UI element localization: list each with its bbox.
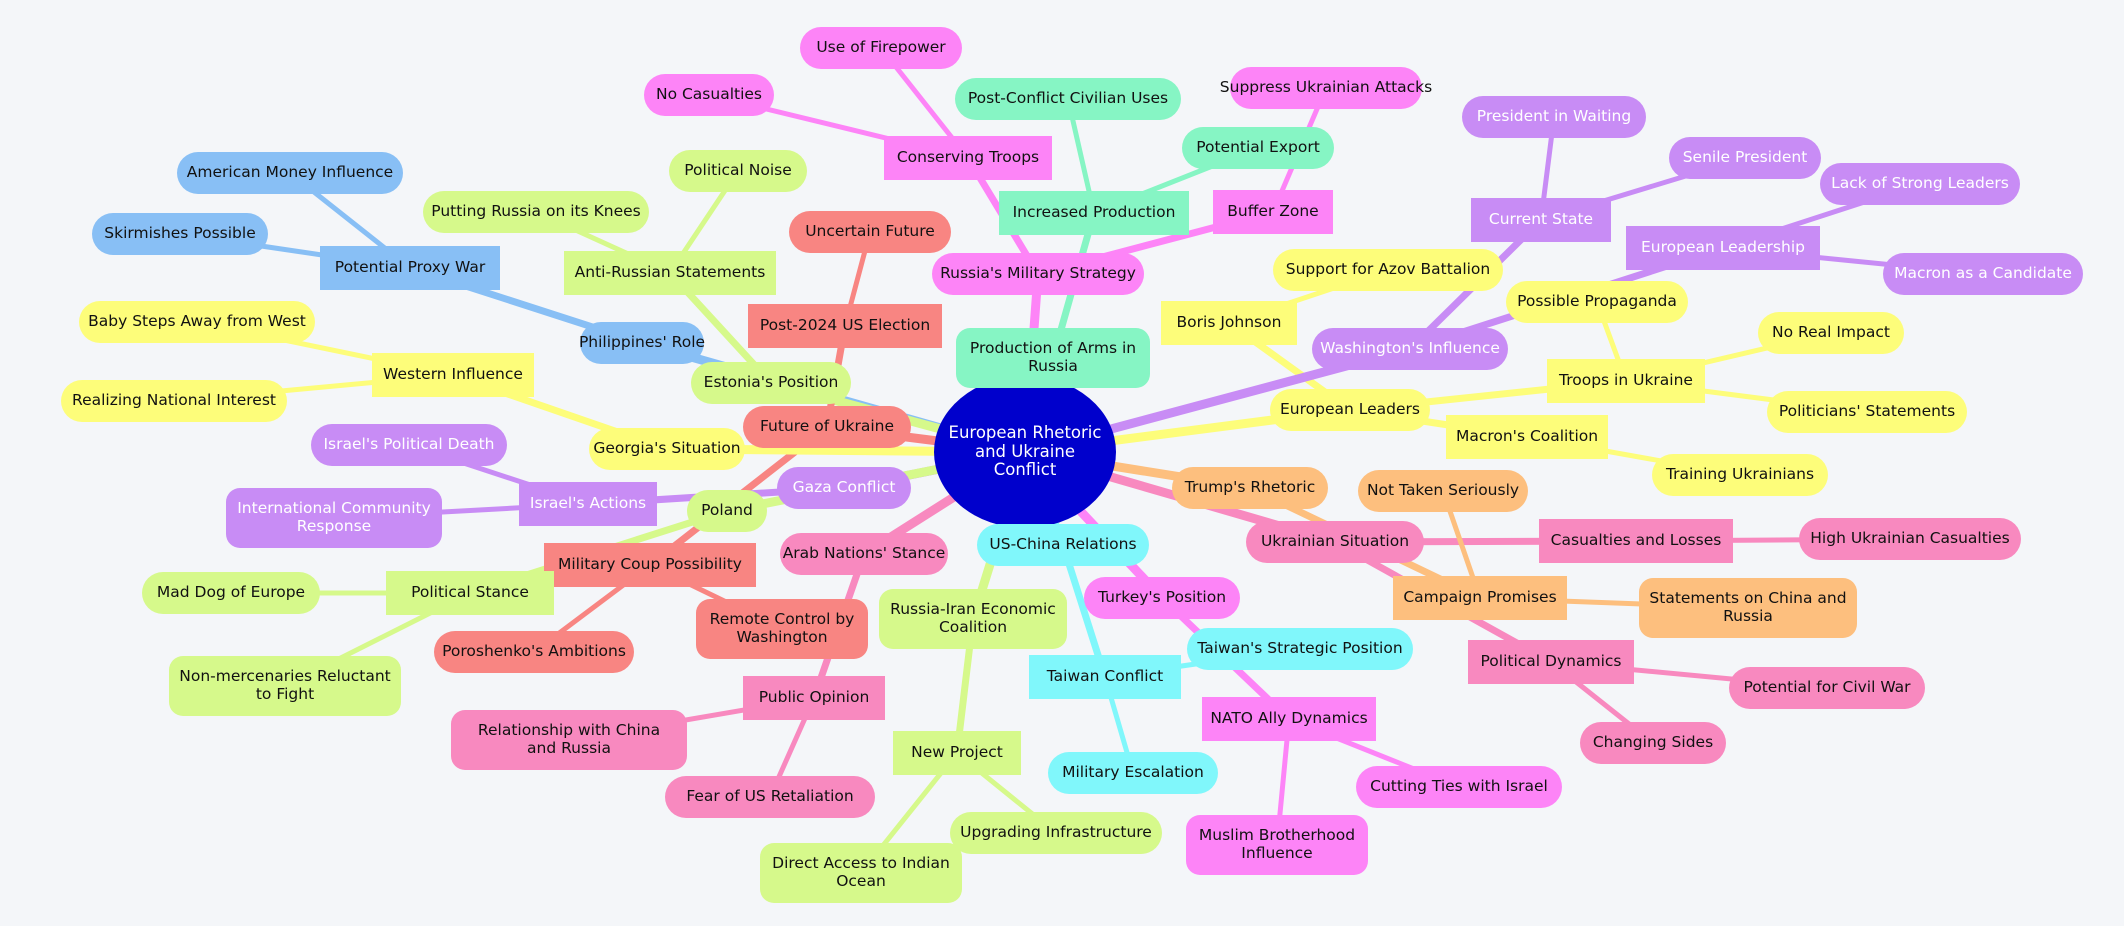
- topic-node-public-opinion: Public Opinion: [743, 676, 885, 720]
- topic-node-potential-export: Potential Export: [1182, 127, 1334, 169]
- topic-node-no-casualties: No Casualties: [644, 74, 774, 116]
- topic-node-russia-s-military-strategy: Russia's Military Strategy: [932, 253, 1144, 295]
- topic-node-military-coup-possibility: Military Coup Possibility: [544, 543, 756, 587]
- topic-node-poland: Poland: [687, 490, 767, 532]
- topic-node-taiwan-s-strategic-position: Taiwan's Strategic Position: [1187, 628, 1413, 670]
- topic-node-macron-s-coalition: Macron's Coalition: [1446, 415, 1608, 459]
- topic-node-american-money-influence: American Money Influence: [177, 152, 403, 194]
- topic-node-relationship-with-china-and-russia: Relationship with China and Russia: [451, 710, 687, 770]
- topic-node-skirmishes-possible: Skirmishes Possible: [92, 213, 268, 255]
- topic-node-fear-of-us-retaliation: Fear of US Retaliation: [665, 776, 875, 818]
- topic-node-macron-as-a-candidate: Macron as a Candidate: [1883, 253, 2083, 295]
- topic-node-post-2024-us-election: Post-2024 US Election: [748, 304, 942, 348]
- topic-node-cutting-ties-with-israel: Cutting Ties with Israel: [1356, 766, 1562, 808]
- topic-node-arab-nations-stance: Arab Nations' Stance: [780, 533, 948, 575]
- topic-node-political-dynamics: Political Dynamics: [1468, 640, 1634, 684]
- topic-node-statements-on-china-and-russia: Statements on China and Russia: [1639, 578, 1857, 638]
- topic-node-estonia-s-position: Estonia's Position: [691, 362, 851, 404]
- topic-node-buffer-zone: Buffer Zone: [1213, 190, 1333, 234]
- topic-node-use-of-firepower: Use of Firepower: [800, 27, 962, 69]
- topic-node-israel-s-actions: Israel's Actions: [519, 482, 657, 526]
- topic-node-muslim-brotherhood-influence: Muslim Brotherhood Influence: [1186, 815, 1368, 875]
- topic-node-us-china-relations: US-China Relations: [977, 524, 1149, 566]
- central-topic-european-rhetoric-and-ukraine-conflict: European Rhetoric and Ukraine Conflict: [934, 376, 1116, 528]
- topic-node-current-state: Current State: [1471, 198, 1611, 242]
- topic-node-casualties-and-losses: Casualties and Losses: [1539, 519, 1733, 563]
- topic-node-western-influence: Western Influence: [372, 353, 534, 397]
- topic-node-suppress-ukrainian-attacks: Suppress Ukrainian Attacks: [1220, 67, 1432, 109]
- topic-node-conserving-troops: Conserving Troops: [884, 136, 1052, 180]
- topic-node-lack-of-strong-leaders: Lack of Strong Leaders: [1820, 163, 2020, 205]
- topic-node-new-project: New Project: [893, 731, 1021, 775]
- topic-node-political-noise: Political Noise: [669, 150, 807, 192]
- topic-node-upgrading-infrastructure: Upgrading Infrastructure: [950, 812, 1162, 854]
- topic-node-turkey-s-position: Turkey's Position: [1084, 577, 1240, 619]
- topic-node-remote-control-by-washington: Remote Control by Washington: [696, 599, 868, 659]
- topic-node-troops-in-ukraine: Troops in Ukraine: [1547, 359, 1705, 403]
- topic-node-taiwan-conflict: Taiwan Conflict: [1029, 655, 1181, 699]
- topic-node-georgia-s-situation: Georgia's Situation: [589, 428, 745, 470]
- topic-node-mad-dog-of-europe: Mad Dog of Europe: [142, 572, 320, 614]
- topic-node-realizing-national-interest: Realizing National Interest: [61, 380, 287, 422]
- topic-node-campaign-promises: Campaign Promises: [1393, 576, 1567, 620]
- topic-node-training-ukrainians: Training Ukrainians: [1652, 454, 1828, 496]
- topic-node-high-ukrainian-casualties: High Ukrainian Casualties: [1799, 518, 2021, 560]
- topic-node-washington-s-influence: Washington's Influence: [1312, 328, 1508, 370]
- topic-node-anti-russian-statements: Anti-Russian Statements: [564, 251, 776, 295]
- topic-node-philippines-role: Philippines' Role: [579, 322, 705, 364]
- topic-node-ukrainian-situation: Ukrainian Situation: [1246, 521, 1424, 563]
- topic-node-senile-president: Senile President: [1669, 137, 1821, 179]
- topic-node-international-community-response: International Community Response: [226, 488, 442, 548]
- topic-node-production-of-arms-in-russia: Production of Arms in Russia: [956, 328, 1150, 388]
- topic-node-potential-for-civil-war: Potential for Civil War: [1729, 667, 1925, 709]
- topic-node-no-real-impact: No Real Impact: [1758, 312, 1904, 354]
- topic-node-politicians-statements: Politicians' Statements: [1767, 391, 1967, 433]
- topic-node-baby-steps-away-from-west: Baby Steps Away from West: [79, 301, 315, 343]
- topic-node-post-conflict-civilian-uses: Post-Conflict Civilian Uses: [955, 78, 1181, 120]
- topic-node-gaza-conflict: Gaza Conflict: [777, 467, 911, 509]
- topic-node-potential-proxy-war: Potential Proxy War: [320, 246, 500, 290]
- topic-node-changing-sides: Changing Sides: [1580, 722, 1726, 764]
- topic-node-russia-iran-economic-coalition: Russia-Iran Economic Coalition: [879, 589, 1067, 649]
- topic-node-possible-propaganda: Possible Propaganda: [1506, 281, 1688, 323]
- topic-node-putting-russia-on-its-knees: Putting Russia on its Knees: [423, 191, 649, 233]
- topic-node-president-in-waiting: President in Waiting: [1462, 96, 1646, 138]
- topic-node-military-escalation: Military Escalation: [1048, 752, 1218, 794]
- topic-node-increased-production: Increased Production: [999, 191, 1189, 235]
- topic-node-uncertain-future: Uncertain Future: [789, 211, 951, 253]
- topic-node-boris-johnson: Boris Johnson: [1161, 301, 1297, 345]
- topic-node-future-of-ukraine: Future of Ukraine: [743, 406, 911, 448]
- topic-node-direct-access-to-indian-ocean: Direct Access to Indian Ocean: [760, 843, 962, 903]
- topic-node-non-mercenaries-reluctant-to-fight: Non-mercenaries Reluctant to Fight: [169, 656, 401, 716]
- topic-node-israel-s-political-death: Israel's Political Death: [311, 424, 507, 466]
- topic-node-political-stance: Political Stance: [386, 571, 554, 615]
- topic-node-support-for-azov-battalion: Support for Azov Battalion: [1273, 249, 1503, 291]
- topic-node-nato-ally-dynamics: NATO Ally Dynamics: [1202, 697, 1376, 741]
- topic-node-trump-s-rhetoric: Trump's Rhetoric: [1172, 467, 1328, 509]
- topic-node-not-taken-seriously: Not Taken Seriously: [1358, 470, 1528, 512]
- topic-node-european-leadership: European Leadership: [1626, 226, 1820, 270]
- topic-node-european-leaders: European Leaders: [1270, 389, 1430, 431]
- topic-node-poroshenko-s-ambitions: Poroshenko's Ambitions: [434, 631, 634, 673]
